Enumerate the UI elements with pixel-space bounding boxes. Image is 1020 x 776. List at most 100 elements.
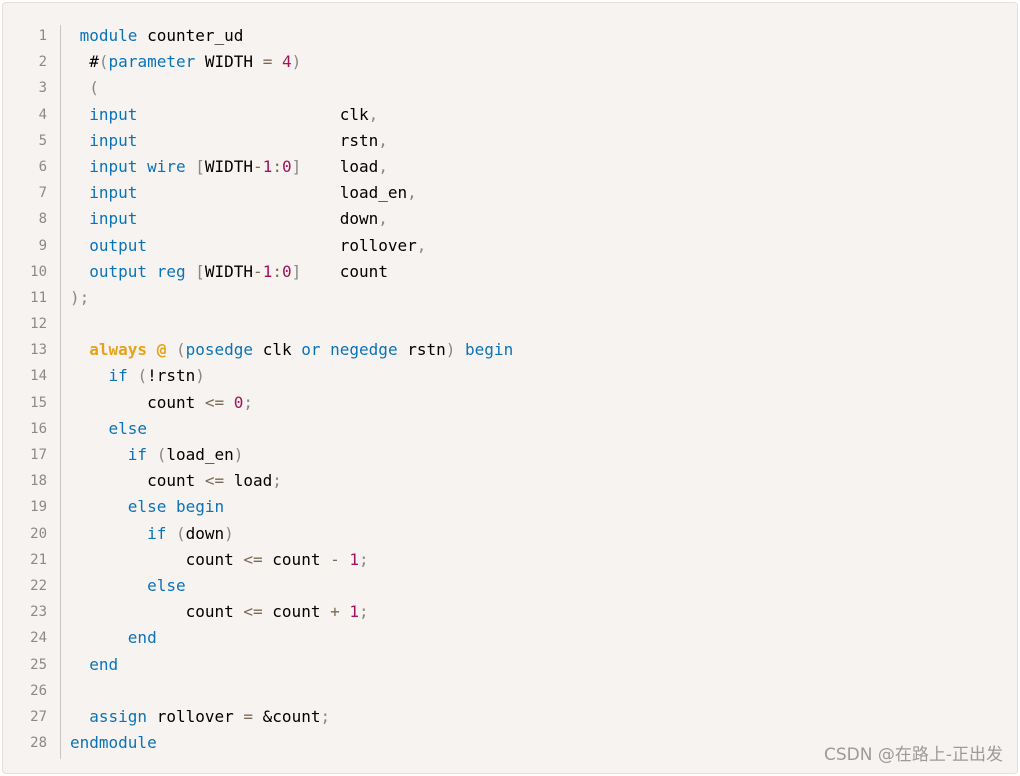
code-token: down [185, 523, 225, 543]
code-token: 0 [281, 261, 292, 281]
code-token: input [70, 209, 138, 229]
code-token: , [407, 183, 417, 203]
code-token: endmodule [70, 733, 157, 753]
code-line: if (load_en) [70, 442, 1007, 468]
line-number: 19 [30, 499, 47, 516]
code-token [70, 340, 89, 359]
code-token: always [89, 340, 148, 360]
code-token: , [378, 130, 388, 150]
code-token: : [272, 261, 282, 281]
code-token: input wire [70, 156, 186, 176]
code-token: # [70, 52, 99, 72]
code-token: ; [272, 471, 282, 491]
code-line: always @ (posedge clk or negedge rstn) b… [70, 337, 1007, 363]
code-token: , [378, 209, 388, 229]
line-number: 4 [38, 106, 47, 123]
code-token: input [70, 130, 138, 150]
line-number: 1 [38, 28, 47, 44]
code-token: ( [175, 340, 186, 360]
code-token: rollover [147, 706, 244, 726]
code-token: WIDTH [195, 52, 263, 72]
code-token: rollover [147, 235, 417, 255]
code-token: ( [98, 52, 109, 72]
code-token [224, 393, 234, 412]
code-token: [ [195, 261, 205, 281]
code-line: output rollover, [70, 233, 1007, 259]
line-number: 18 [30, 473, 47, 490]
line-number: 7 [38, 185, 47, 202]
code-token: if [70, 366, 128, 386]
code-token [166, 524, 176, 543]
code-token: 0 [233, 392, 244, 412]
code-token: , [416, 235, 427, 255]
code-line: if (!rstn) [70, 363, 1007, 389]
code-token: ) [445, 340, 456, 360]
code-token: !rstn [147, 366, 196, 386]
code-line: end [70, 652, 1007, 678]
code-token: load_en [166, 445, 234, 464]
line-number: 12 [30, 316, 47, 333]
line-number: 25 [30, 656, 47, 673]
code-token: rstn [137, 130, 379, 150]
code-token: @ [156, 340, 167, 360]
code-token [272, 52, 282, 71]
code-token: ; [359, 602, 369, 622]
code-token: output reg [70, 261, 186, 281]
code-token: 1 [349, 602, 360, 622]
code-token: ) [224, 523, 234, 543]
code-token: if [70, 523, 167, 543]
code-token: , [368, 104, 379, 124]
code-token: ) [291, 52, 302, 72]
code-token: posedge [185, 340, 254, 360]
code-line: assign rollover = &count; [70, 704, 1007, 730]
code-token: assign [70, 706, 148, 726]
code-token: ( [156, 445, 167, 464]
code-token: = [262, 52, 273, 72]
line-number: 6 [38, 158, 47, 175]
line-number: 2 [38, 54, 47, 71]
code-line: ( [70, 75, 1007, 101]
line-number: 5 [38, 132, 47, 149]
code-token: output [70, 235, 148, 255]
code-token: count [301, 261, 388, 281]
code-token: end [70, 654, 119, 674]
line-number: 27 [30, 708, 47, 725]
code-token: else [70, 418, 148, 438]
line-number: 28 [30, 735, 47, 752]
code-token: 4 [281, 52, 292, 72]
code-token: parameter [108, 52, 196, 72]
code-token: ( [175, 523, 186, 543]
code-line: else [70, 573, 1007, 599]
code-token: load_en [137, 183, 408, 203]
code-token: count [70, 549, 244, 569]
line-number: 16 [30, 420, 47, 437]
code-token: : [272, 156, 282, 176]
code-token: , [378, 156, 388, 176]
code-line: module counter_ud [70, 23, 1007, 49]
code-token: + [330, 602, 340, 622]
code-token: counter_ud [137, 26, 244, 45]
code-line: input down, [70, 206, 1007, 232]
code-token: count [262, 602, 331, 622]
code-token [340, 602, 350, 621]
code-token: - [253, 261, 263, 281]
code-token: WIDTH [204, 156, 254, 176]
code-token: ] [291, 261, 302, 281]
code-token: else begin [70, 497, 225, 517]
code-line: if (down) [70, 521, 1007, 547]
line-number: 24 [30, 630, 47, 647]
code-line: count <= load; [70, 468, 1007, 494]
code-area[interactable]: module counter_ud #(parameter WIDTH = 4)… [70, 23, 1007, 756]
code-token: ); [70, 287, 90, 307]
code-token: <= [243, 549, 263, 569]
gutter-divider [60, 25, 61, 759]
code-line [70, 678, 1007, 704]
code-token: ; [320, 706, 331, 726]
code-token: count [70, 471, 205, 491]
code-token: else [70, 575, 186, 595]
line-number: 22 [30, 577, 47, 594]
line-number: 17 [30, 447, 47, 463]
line-number: 9 [38, 237, 47, 254]
